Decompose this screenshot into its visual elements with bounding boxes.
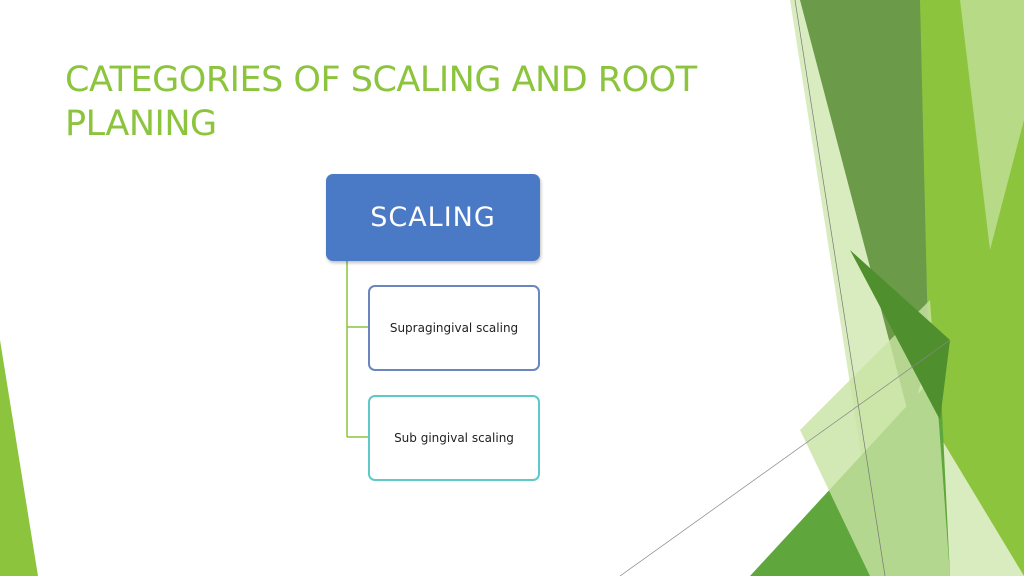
lower-light-facet [800,300,950,576]
right-light-strip [960,0,1024,250]
slide-title-line-2: PLANING [65,104,217,144]
root-node-label: SCALING [370,202,496,233]
mid-dark-facet [850,250,950,420]
child-node-subgingival: Sub gingival scaling [368,395,540,481]
thin-line-2 [619,339,951,576]
slide-title: CATEGORIES OF SCALING AND ROOT PLANING [65,58,745,146]
child-node-supragingival: Supragingival scaling [368,285,540,371]
root-node-scaling: SCALING [326,174,540,261]
thin-line-1 [794,0,886,576]
left-green-sliver [0,340,38,576]
slide-title-line-1: CATEGORIES OF SCALING AND ROOT [65,60,697,100]
child-node-label: Sub gingival scaling [394,431,514,445]
child-node-label: Supragingival scaling [389,321,519,335]
